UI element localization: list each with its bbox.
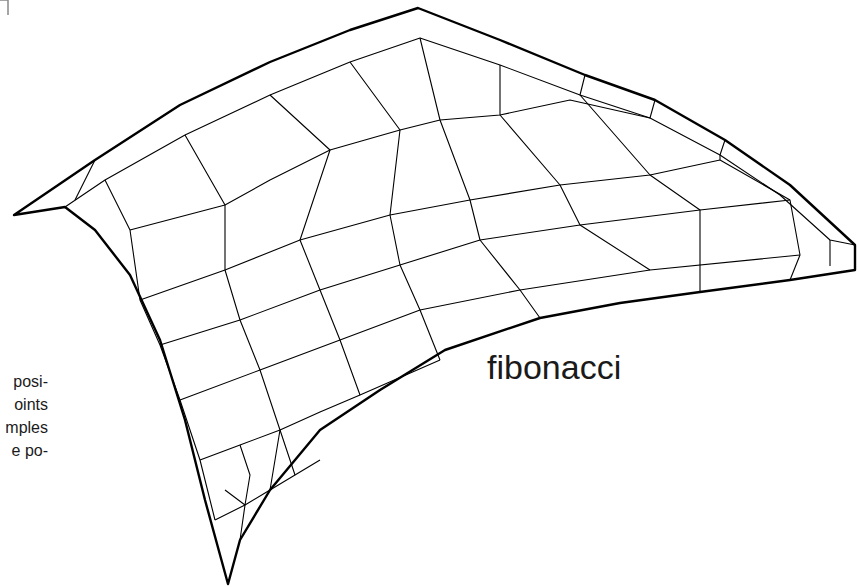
- caption-fragment: e po-: [12, 443, 48, 459]
- caption-fragment: posi-: [13, 374, 48, 390]
- surface-title: fibonacci: [487, 350, 621, 384]
- caption-fragment: oints: [14, 397, 48, 413]
- surface-outline: [14, 8, 855, 584]
- corner-mark: [0, 0, 8, 15]
- mesh-cells: [65, 38, 855, 540]
- caption-fragment: mples: [5, 420, 48, 436]
